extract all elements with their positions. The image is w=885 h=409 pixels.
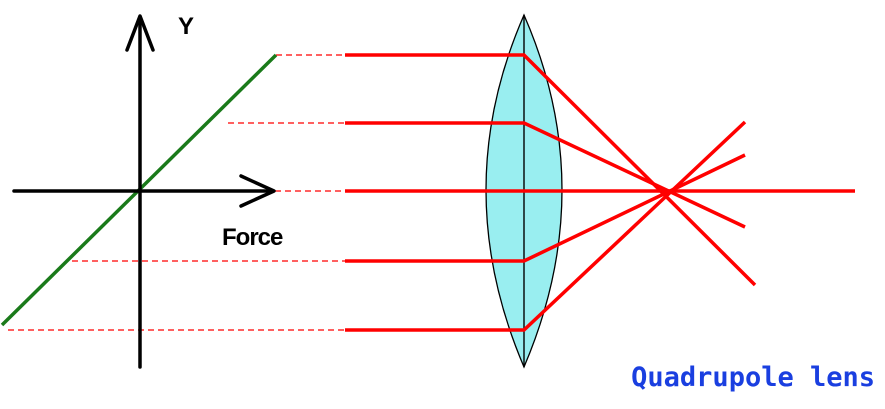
axes [12, 14, 276, 369]
ray-5 [345, 120, 747, 332]
ray-1 [345, 53, 757, 287]
y-axis-label: Y [178, 13, 194, 40]
caption: Quadrupole lens [631, 362, 875, 393]
y-axis-arrowhead [125, 14, 155, 52]
guide-lines [8, 54, 345, 331]
x-axis-label: Force [222, 224, 283, 251]
x-axis-arrowhead [239, 174, 276, 208]
rays [345, 53, 855, 332]
